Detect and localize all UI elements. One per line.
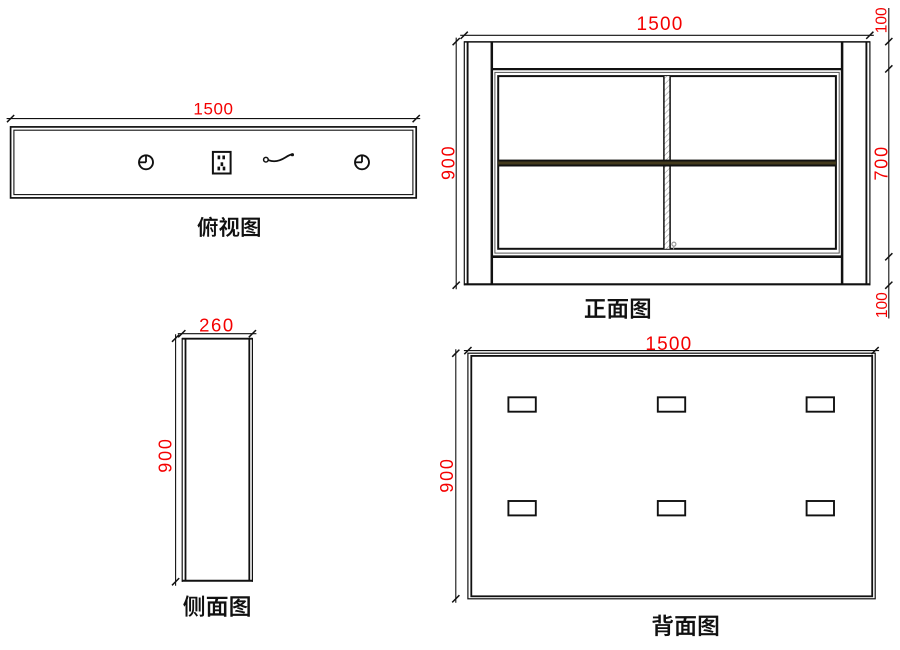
- svg-text:1500: 1500: [645, 334, 692, 355]
- svg-text:1500: 1500: [193, 100, 233, 119]
- svg-text:100: 100: [874, 7, 891, 33]
- svg-text:1500: 1500: [636, 14, 683, 35]
- svg-text:900: 900: [439, 145, 459, 180]
- svg-text:700: 700: [872, 145, 892, 180]
- svg-text:900: 900: [437, 457, 457, 492]
- svg-text:100: 100: [874, 292, 891, 318]
- svg-text:900: 900: [155, 437, 175, 472]
- svg-text:260: 260: [199, 315, 235, 336]
